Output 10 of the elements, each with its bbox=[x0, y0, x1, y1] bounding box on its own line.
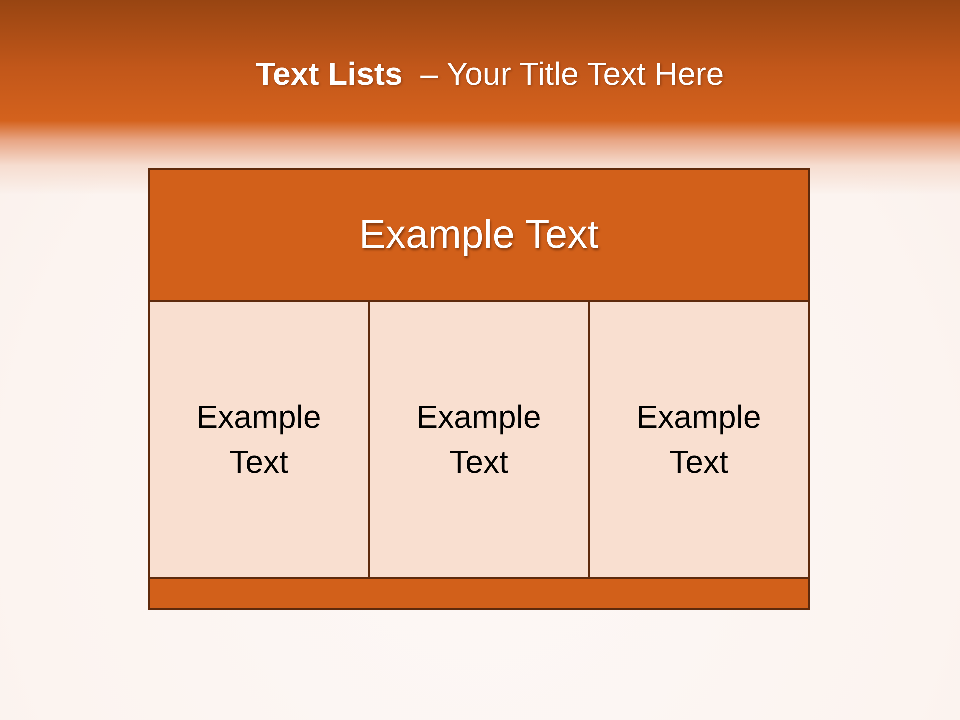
text-box bbox=[368, 300, 590, 579]
footer-bar bbox=[148, 577, 810, 610]
header-box bbox=[148, 168, 810, 302]
text-box bbox=[148, 300, 370, 579]
node-text: Example Text bbox=[636, 398, 762, 482]
node-text: Example Text bbox=[416, 398, 542, 482]
node-text: Example Text bbox=[196, 398, 322, 482]
text-box bbox=[588, 300, 810, 579]
slide-title: Text Lists – Your Title Text Here bbox=[254, 55, 726, 94]
node-text: Example Text bbox=[358, 212, 600, 259]
